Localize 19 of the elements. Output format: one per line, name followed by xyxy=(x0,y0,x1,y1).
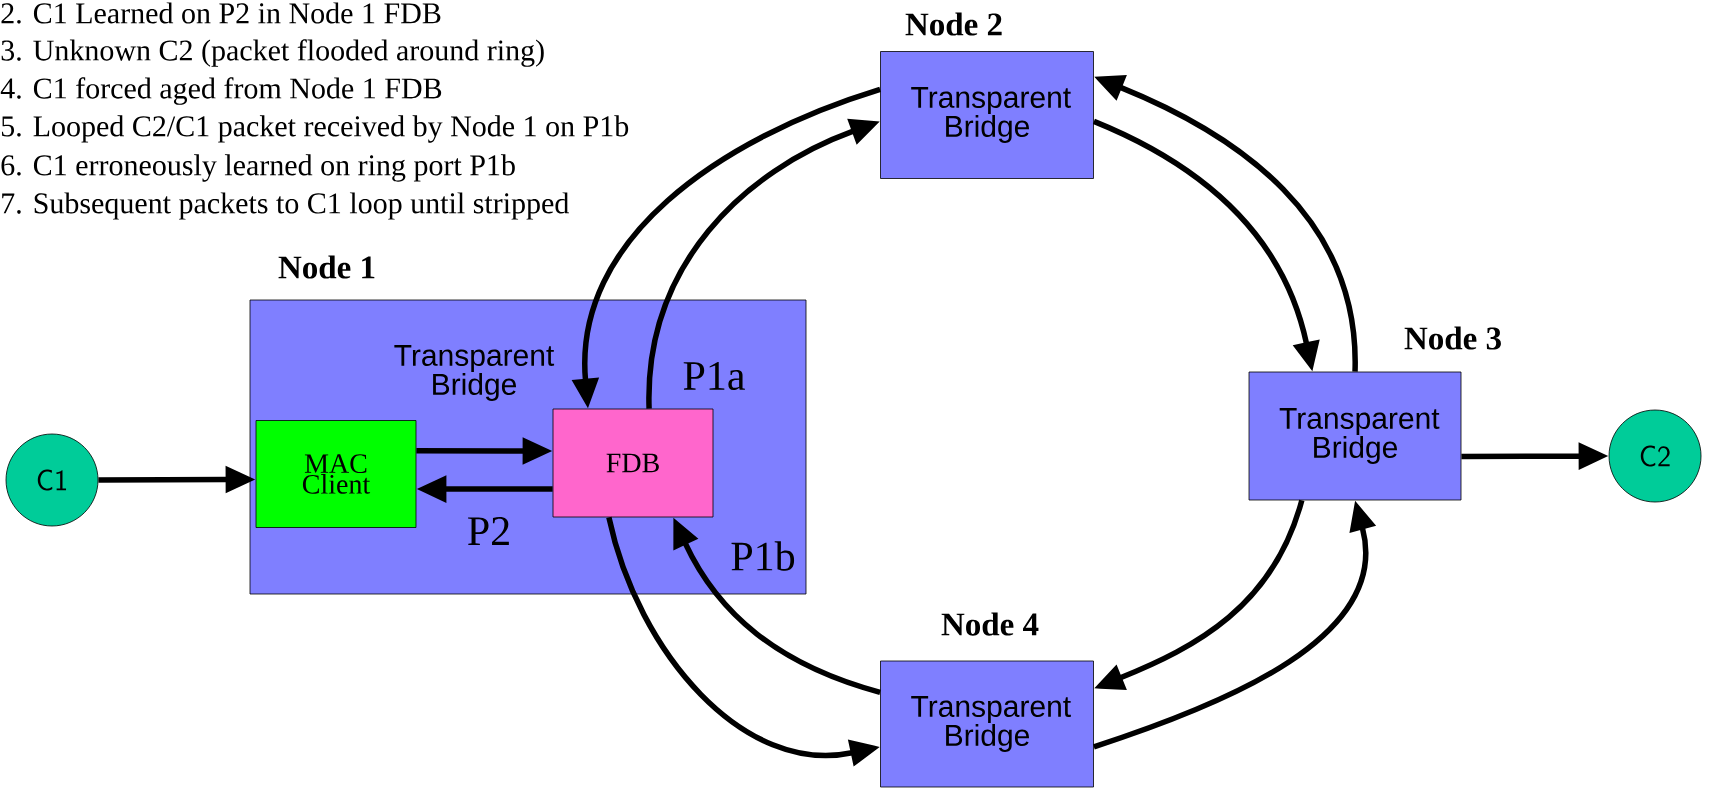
step-note: 5. Looped C2/C1 packet received by Node 1 on P1b xyxy=(1,115,629,143)
client-box: MAC Client xyxy=(255,420,417,528)
step-note: 6. C1 erroneously learned on ring port P1b xyxy=(1,154,515,182)
node-heading: Node 4 xyxy=(941,612,1039,636)
node-heading: Node 2 xyxy=(905,12,1002,36)
step-note: 3. Unknown C2 (packet flooded around ring) xyxy=(1,39,544,67)
bridge-box: Transparent Bridge xyxy=(880,51,1094,179)
fdb-box: FDB xyxy=(552,408,714,518)
port-label: P2 xyxy=(468,517,509,545)
step-note: 2. C1 Learned on P2 in Node 1 FDB xyxy=(1,2,441,24)
port-label: P1a xyxy=(683,361,745,391)
bridge-box: Transparent Bridge xyxy=(880,660,1094,788)
port-label: P1b xyxy=(731,541,795,571)
node-heading: Node 3 xyxy=(1404,326,1501,350)
step-note: 7. Subsequent packets to C1 loop until stripped xyxy=(2,192,569,220)
bridge-label: Transparent Bridge xyxy=(394,345,555,401)
node-heading: Node 1 xyxy=(278,255,375,279)
bridge-box: Transparent Bridge xyxy=(1248,371,1462,501)
step-note: 4. C1 forced aged from Node 1 FDB xyxy=(0,77,442,105)
